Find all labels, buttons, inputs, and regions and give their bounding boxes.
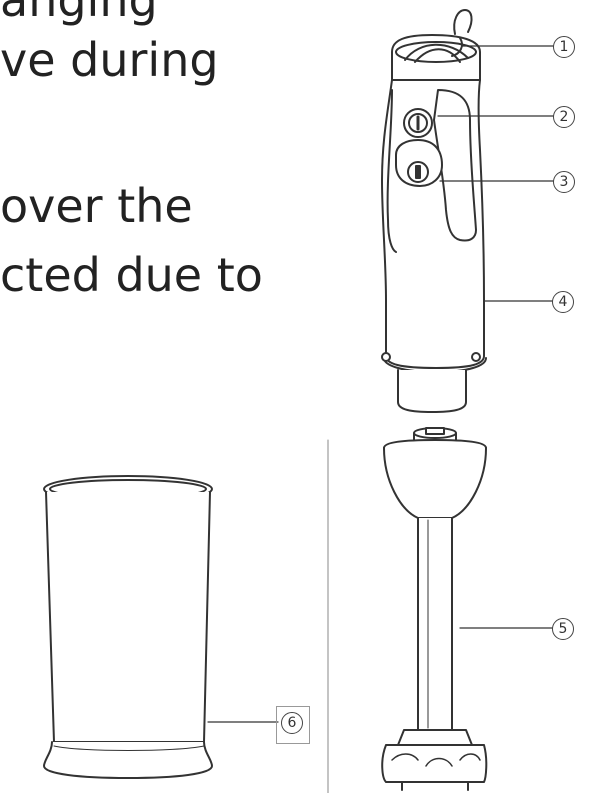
callout-6: 6 (281, 712, 303, 734)
callout-3: 3 (553, 171, 575, 193)
callout-2: 2 (553, 106, 575, 128)
blending-shaft-icon (382, 428, 486, 790)
callout-leaders (208, 46, 553, 722)
callout-1: 1 (553, 36, 575, 58)
motor-unit-icon (382, 10, 486, 412)
callout-4: 4 (552, 291, 574, 313)
beaker-icon (44, 476, 212, 778)
callout-5: 5 (552, 618, 574, 640)
